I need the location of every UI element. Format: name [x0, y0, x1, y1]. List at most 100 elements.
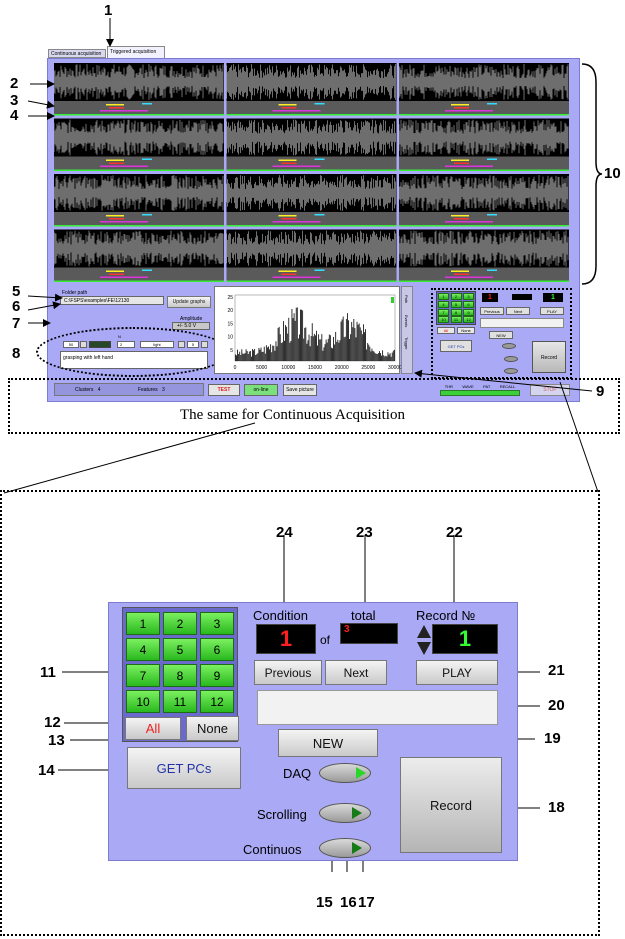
scrolling-toggle[interactable]: [319, 803, 371, 823]
continuos-toggle[interactable]: [319, 838, 371, 858]
histogram-bar: [277, 327, 279, 361]
mini-keypad-key-2[interactable]: 2: [450, 293, 462, 300]
histogram-bar: [269, 349, 270, 361]
histogram-bar: [315, 335, 316, 361]
histogram-bar: [253, 350, 254, 361]
keypad-key-1[interactable]: 1: [126, 612, 160, 635]
mini-next-button[interactable]: Next: [506, 307, 530, 315]
histogram-bar: [342, 316, 344, 361]
histogram-bar: [295, 307, 297, 361]
tab-trigger[interactable]: Trigger: [404, 337, 409, 350]
amplitude-select[interactable]: +/- 5.0 V: [172, 322, 210, 330]
mini-keypad-key-3[interactable]: 3: [463, 293, 474, 300]
keypad-key-12[interactable]: 12: [200, 690, 234, 713]
histogram-bar: [335, 331, 337, 361]
callout-1: 1: [104, 2, 113, 19]
histogram-bar: [240, 354, 242, 361]
histogram-y-tick: 20: [227, 308, 233, 314]
tab-continuous[interactable]: Continuous acquisition: [48, 49, 106, 58]
scrolling-label: Scrolling: [257, 807, 307, 822]
stop-button[interactable]: STOP: [530, 384, 570, 396]
histogram-x-tick: 20000: [335, 365, 349, 371]
tab-path[interactable]: Path: [404, 295, 409, 304]
zoom-connector: [559, 381, 599, 493]
histogram-y-tick: 10: [227, 335, 233, 341]
play-button[interactable]: PLAY: [416, 660, 498, 685]
tab-triggered[interactable]: Triggered acquisition: [107, 46, 165, 58]
mini-none-button[interactable]: None: [457, 327, 475, 334]
keypad-key-8[interactable]: 8: [163, 664, 197, 687]
histogram-bar: [382, 350, 384, 361]
test-button[interactable]: TEST: [208, 384, 240, 396]
histogram-bar: [325, 339, 327, 361]
status-thr: THR: [444, 384, 453, 389]
keypad-key-7[interactable]: 7: [126, 664, 160, 687]
keypad-key-11[interactable]: 11: [163, 690, 197, 713]
record-button[interactable]: Record: [400, 757, 502, 853]
keypad-key-9[interactable]: 9: [200, 664, 234, 687]
histogram-bar: [284, 340, 285, 361]
next-button[interactable]: Next: [325, 660, 387, 685]
callout-15: 15: [316, 894, 333, 911]
keypad-key-6[interactable]: 6: [200, 638, 234, 661]
online-button[interactable]: on-line: [244, 384, 278, 396]
histogram-bar: [370, 351, 372, 361]
mini-get-pcs-button[interactable]: GET PCs: [440, 340, 472, 352]
keypad-key-4[interactable]: 4: [126, 638, 160, 661]
previous-button[interactable]: Previous: [254, 660, 322, 685]
mini-scrolling-toggle[interactable]: [504, 356, 518, 362]
mini-keypad-key-10[interactable]: 10: [438, 316, 449, 324]
callout-8: 8: [12, 345, 21, 362]
none-button[interactable]: None: [186, 716, 239, 741]
mini-play-button[interactable]: PLAY: [540, 307, 564, 315]
histogram-bar: [352, 327, 354, 361]
total-display: 3: [340, 623, 398, 644]
histogram-bar: [285, 325, 286, 361]
mini-record-button[interactable]: Record: [532, 341, 566, 373]
histogram-bar: [293, 313, 295, 361]
record-spinner[interactable]: [416, 624, 432, 656]
mini-new-button[interactable]: NEW: [489, 331, 513, 339]
keypad-key-10[interactable]: 10: [126, 690, 160, 713]
histogram-bar: [327, 338, 329, 361]
histogram-x-tick: 10000: [281, 365, 295, 371]
histogram-bar: [316, 330, 317, 361]
histogram-bar: [254, 348, 256, 361]
mini-message-field: [480, 318, 564, 328]
mini-previous-button[interactable]: Previous: [480, 307, 504, 315]
histogram-bar: [265, 345, 267, 361]
callout-6: 6: [12, 298, 21, 315]
histogram-bar: [313, 333, 315, 361]
histogram-bar: [347, 313, 348, 361]
keypad-key-3[interactable]: 3: [200, 612, 234, 635]
mini-keypad-key-8[interactable]: 8: [450, 308, 462, 316]
save-picture-button[interactable]: Save picture: [283, 384, 317, 396]
mini-keypad-key-11[interactable]: 11: [450, 316, 462, 324]
tab-events[interactable]: Events: [404, 315, 409, 328]
histogram-bar: [371, 348, 373, 361]
new-button[interactable]: NEW: [278, 729, 378, 757]
histogram-y-tick: 5: [230, 348, 233, 354]
update-graphs-button[interactable]: Update graphs: [167, 296, 211, 308]
mini-continuos-toggle[interactable]: [504, 368, 518, 374]
mini-keypad-key-5[interactable]: 5: [450, 300, 462, 308]
histogram-y-tick: 25: [227, 295, 233, 301]
mini-keypad-key-6[interactable]: 6: [463, 300, 474, 308]
callout-19: 19: [544, 730, 561, 747]
mini-keypad-key-4[interactable]: 4: [438, 300, 449, 308]
status-wave: WAVE: [462, 384, 474, 389]
histogram-bar: [384, 356, 386, 361]
keypad-key-2[interactable]: 2: [163, 612, 197, 635]
get-pcs-button[interactable]: GET PCs: [127, 747, 241, 789]
mini-daq-toggle[interactable]: [502, 343, 516, 349]
histogram-bar: [262, 351, 264, 361]
mini-keypad-key-7[interactable]: 7: [438, 308, 449, 316]
mini-keypad-key-9[interactable]: 9: [463, 308, 474, 316]
mini-keypad-key-1[interactable]: 1: [438, 293, 449, 300]
keypad-key-5[interactable]: 5: [163, 638, 197, 661]
all-button[interactable]: All: [125, 717, 181, 740]
mini-all-button[interactable]: All: [437, 327, 455, 334]
mini-keypad-key-12[interactable]: 12: [463, 316, 474, 324]
